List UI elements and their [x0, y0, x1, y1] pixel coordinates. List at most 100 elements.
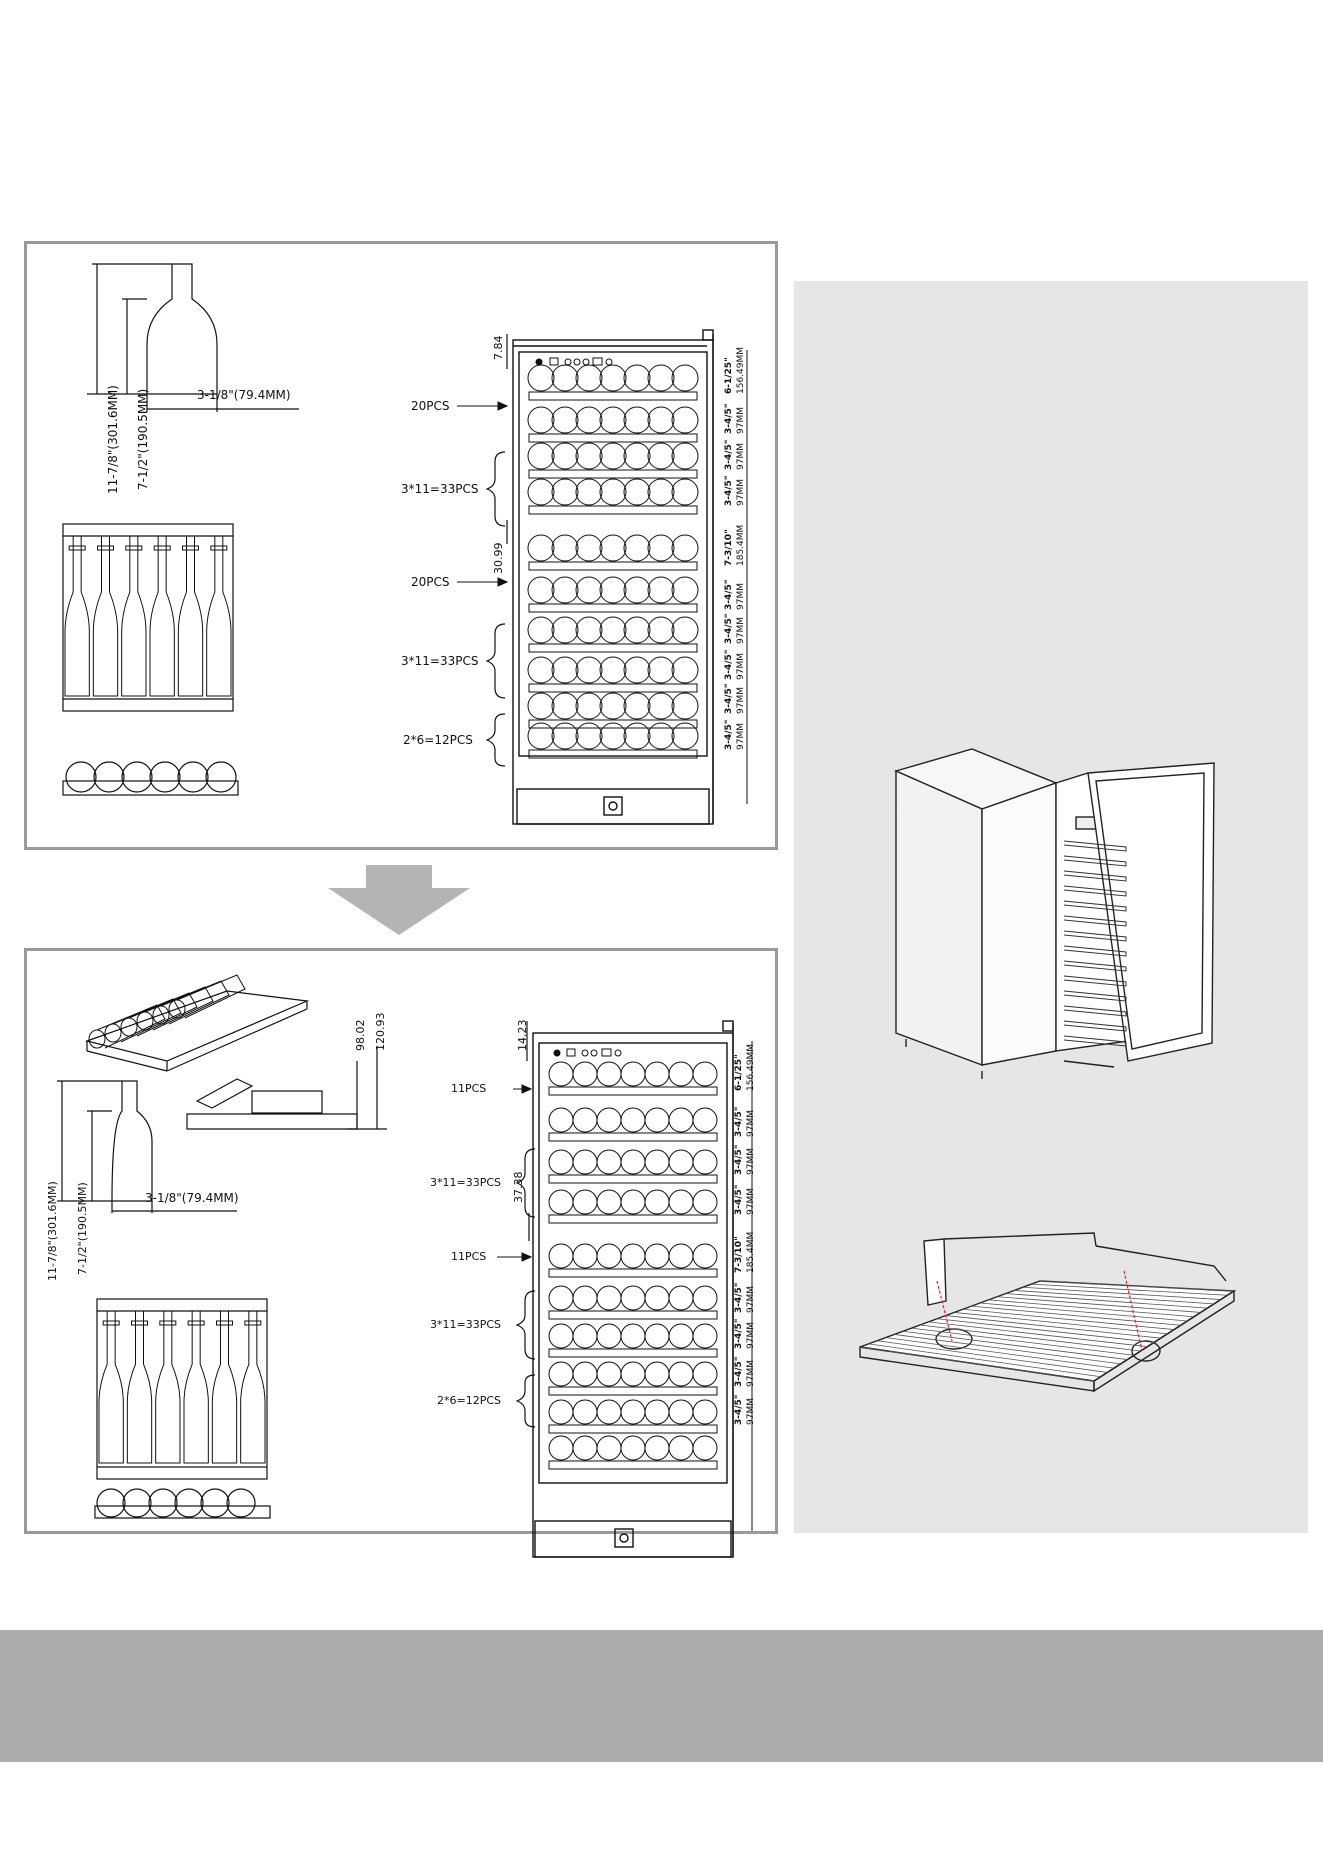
right-illustrations-svg: [859, 748, 1237, 1393]
top-rack-front-view: [62, 523, 234, 712]
rack-bottle: [92, 535, 119, 697]
bottom-dim-imp: 3-4/5": [734, 1106, 744, 1138]
rack-bottle: [183, 1310, 209, 1464]
bottom-dim-mm: 97MM: [746, 1360, 756, 1387]
fridge-shelf: [528, 391, 698, 401]
bottom-tray-height-a: 98.02: [354, 1019, 367, 1052]
top-bottle-outline: [146, 263, 218, 395]
bottom-bottle-diameter: 3-1/8"(79.4MM): [145, 1191, 239, 1205]
top-dim-mm: 97MM: [736, 407, 746, 434]
rack-bottle: [177, 535, 204, 697]
top-dim-imp: 3-4/5": [724, 649, 734, 681]
fridge-shelf: [528, 749, 698, 759]
fridge-shelf: [548, 1132, 718, 1142]
fridge-shelf: [528, 719, 698, 729]
top-dim-mm: 97MM: [736, 479, 746, 506]
fridge-shelf: [528, 469, 698, 479]
bottom-callout-1: 11PCS: [451, 1082, 487, 1095]
fridge-shelf: [548, 1310, 718, 1320]
bottom-drawing-svg: [57, 974, 753, 1558]
bottom-bottle-total-height: 11-7/8"(301.6MM): [46, 1181, 59, 1281]
bottom-dim-mm: 97MM: [746, 1110, 756, 1137]
bottom-callout-5: 2*6=12PCS: [437, 1394, 502, 1407]
top-dim-mm: 97MM: [736, 443, 746, 470]
fridge-shelf: [528, 505, 698, 515]
bottom-dim-imp: 3-4/5": [734, 1282, 744, 1314]
rack-bottle: [211, 1310, 238, 1464]
top-callout-3: 20PCS: [411, 575, 450, 589]
top-callout-4: 3*11=33PCS: [401, 654, 479, 668]
bottom-bottle-body-height: 7-1/2"(190.5MM): [76, 1182, 89, 1275]
top-dim-imp: 7-3/10": [724, 529, 734, 566]
top-dim-mm: 97MM: [736, 723, 746, 750]
rack-bottle: [155, 1310, 181, 1464]
bottom-dim-imp: 3-4/5": [734, 1394, 744, 1426]
rack-bottle: [98, 1310, 124, 1464]
top-callout-1: 20PCS: [411, 399, 450, 413]
bottom-dim-mm: 185.4MM: [746, 1231, 756, 1273]
bottom-tray-side-view: [186, 1113, 358, 1130]
bottom-dim-imp: 3-4/5": [734, 1144, 744, 1176]
bottom-bottle-outline: [111, 1080, 153, 1202]
rack-bottle: [121, 535, 147, 697]
bottom-fridge-outline: [532, 1032, 734, 1558]
top-dim-mm: 97MM: [736, 687, 746, 714]
top-dim-imp: 3-4/5": [724, 579, 734, 611]
rack-bottle: [206, 535, 232, 697]
bottom-grey-band: [0, 1630, 1323, 1762]
bottom-dim-imp: 3-4/5": [734, 1318, 744, 1350]
bottom-tray-row: [94, 1505, 271, 1519]
top-dim-imp: 3-4/5": [724, 475, 734, 507]
bottom-callout-2: 3*11=33PCS: [430, 1176, 502, 1189]
bottom-fridge-top-gap: 14.23: [516, 1019, 529, 1052]
fridge-shelf: [548, 1424, 718, 1434]
rack-bottle: [240, 1310, 266, 1464]
fridge-shelf: [548, 1268, 718, 1278]
top-drawing-svg: [62, 263, 748, 825]
top-dim-imp: 6-1/25": [724, 357, 734, 394]
top-dim-imp: 3-4/5": [724, 613, 734, 645]
bottom-dim-mm: 156.49MM: [746, 1043, 756, 1091]
bottom-tray-height-b: 120.93: [374, 1012, 387, 1052]
bottom-dim-imp: 6-1/25": [734, 1054, 744, 1091]
top-bottle-diameter: 3-1/8"(79.4MM): [197, 388, 291, 402]
top-dim-mm: 97MM: [736, 583, 746, 610]
top-fridge-grille: [516, 788, 710, 825]
bottom-fridge-grille: [534, 1520, 732, 1558]
rack-bottle: [64, 535, 90, 697]
bottom-fridge-mid-gap: 37.38: [512, 1171, 525, 1204]
fridge-shelf: [528, 433, 698, 443]
top-dim-imp: 3-4/5": [724, 403, 734, 435]
top-bottle-body-height: 7-1/2"(190.5MM): [136, 388, 150, 490]
fridge-shelf: [548, 1386, 718, 1396]
top-dim-mm: 185.4MM: [736, 524, 746, 566]
top-bottle-total-height: 11-7/8"(301.6MM): [106, 385, 120, 494]
top-fridge-top-gap: 7.84: [492, 335, 505, 361]
bottom-dim-mm: 97MM: [746, 1322, 756, 1349]
top-fridge-outline: [512, 339, 714, 825]
rack-bottle: [149, 535, 175, 697]
bottom-dim-mm: 97MM: [746, 1398, 756, 1425]
top-callout-2: 3*11=33PCS: [401, 482, 479, 496]
top-fridge-mid-gap: 30.99: [492, 542, 505, 575]
shelf-rail-illustration: [859, 1232, 1237, 1393]
bottom-dim-imp: 7-3/10": [734, 1236, 744, 1273]
bottom-dim-mm: 97MM: [746, 1148, 756, 1175]
fridge-shelf: [548, 1348, 718, 1358]
top-dim-imp: 3-4/5": [724, 683, 734, 715]
bottom-rack-front-view: [96, 1298, 268, 1480]
fridge-shelf: [548, 1174, 718, 1184]
bottom-drawing-panel: 98.02 120.93 11-7/8"(301.6MM) 7-1/2"(190…: [24, 948, 778, 1558]
top-dim-mm: 97MM: [736, 653, 746, 680]
fridge-shelf: [528, 683, 698, 693]
down-arrow-icon: [328, 865, 470, 935]
fridge-shelf: [528, 603, 698, 613]
bottom-dim-mm: 97MM: [746, 1286, 756, 1313]
top-dim-imp: 3-4/5": [724, 439, 734, 471]
bottom-dim-mm: 97MM: [746, 1188, 756, 1215]
bottom-callout-3: 11PCS: [451, 1250, 487, 1263]
fridge-shelf: [548, 1214, 718, 1224]
top-dim-imp: 3-4/5": [724, 719, 734, 751]
bottom-dim-imp: 3-4/5": [734, 1184, 744, 1216]
right-illustration-panel: [794, 281, 1308, 1533]
